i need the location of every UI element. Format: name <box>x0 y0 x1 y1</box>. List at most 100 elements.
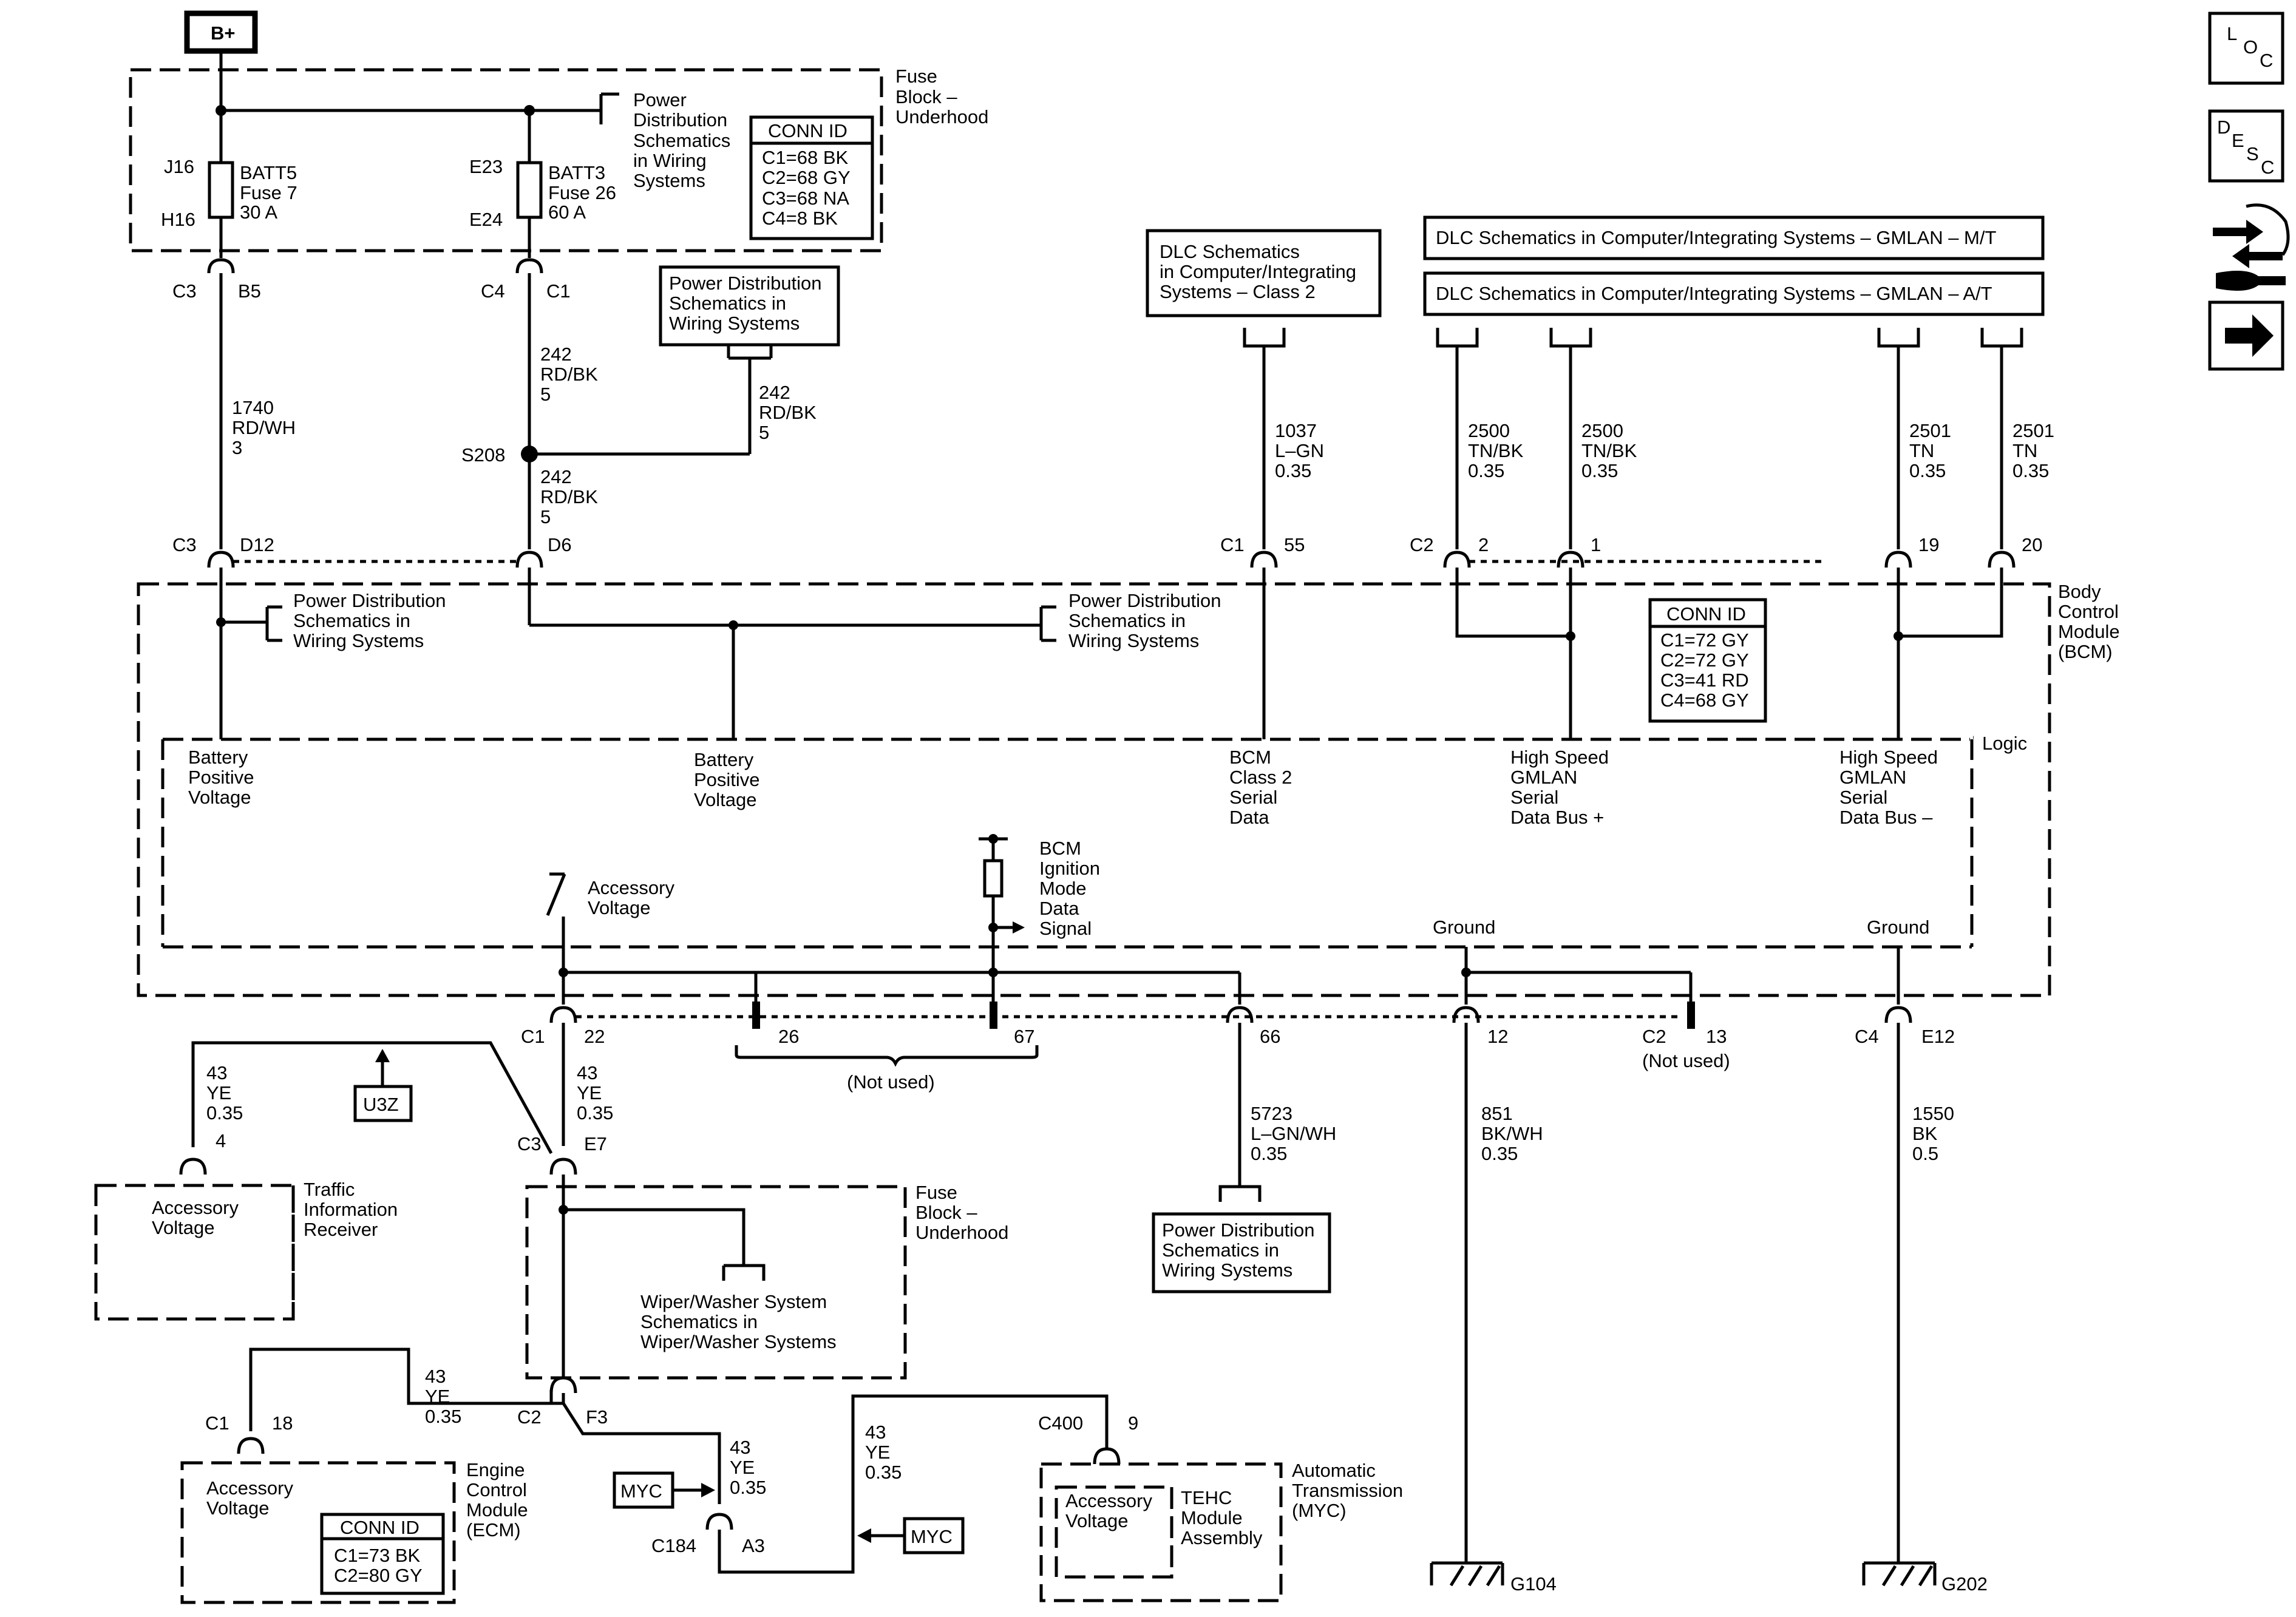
svg-text:TEHC: TEHC <box>1181 1487 1232 1508</box>
svg-text:0.35: 0.35 <box>425 1406 461 1427</box>
svg-text:E12: E12 <box>1921 1026 1955 1047</box>
svg-text:BATT5: BATT5 <box>240 162 297 183</box>
fuse-block-underhood-top: Fuse Block – Underhood <box>129 66 988 253</box>
svg-text:TN/BK: TN/BK <box>1468 440 1524 461</box>
svg-text:G104: G104 <box>1510 1573 1557 1595</box>
dlc-at-box[interactable]: DLC Schematics in Computer/Integrating S… <box>1423 271 2045 316</box>
svg-text:Schematics: Schematics <box>633 130 730 151</box>
wire-43-tehc <box>718 1394 1109 1574</box>
svg-text:Module: Module <box>1181 1507 1243 1528</box>
svg-text:YE: YE <box>425 1386 450 1407</box>
pin-c2-1 <box>1557 551 1584 568</box>
svg-text:Schematics in: Schematics in <box>1162 1239 1279 1261</box>
svg-text:26: 26 <box>778 1026 799 1047</box>
svg-text:Data: Data <box>1229 807 1269 828</box>
connector-c3-b5 <box>207 258 235 274</box>
svg-text:Wiring Systems: Wiring Systems <box>293 630 424 651</box>
svg-text:DLC Schematics in Computer/Int: DLC Schematics in Computer/Integrating S… <box>1436 227 1996 248</box>
svg-text:5: 5 <box>759 422 769 443</box>
svg-text:TN: TN <box>2012 440 2037 461</box>
svg-text:Logic: Logic <box>1982 733 2027 754</box>
svg-text:0.35: 0.35 <box>1251 1143 1287 1164</box>
svg-text:0.35: 0.35 <box>865 1462 902 1483</box>
svg-text:E23: E23 <box>469 156 503 177</box>
connector-c4-c1 <box>515 258 543 274</box>
next-arrow-icon[interactable] <box>2208 300 2284 371</box>
fuse-block-underhood-lower: Fuse Block – Underhood <box>525 1182 1008 1380</box>
svg-text:66: 66 <box>1260 1026 1280 1047</box>
bcm-power-ref-a[interactable]: Power Distribution Schematics in Wiring … <box>293 590 446 651</box>
svg-text:C184: C184 <box>651 1535 696 1556</box>
svg-text:Wiper/Washer Systems: Wiper/Washer Systems <box>640 1331 837 1352</box>
svg-text:Voltage: Voltage <box>206 1497 269 1519</box>
svg-text:C400: C400 <box>1038 1412 1083 1434</box>
u3z-option[interactable]: U3Z <box>353 1049 413 1122</box>
svg-text:Voltage: Voltage <box>188 787 251 808</box>
svg-text:Schematics in: Schematics in <box>640 1311 758 1332</box>
svg-text:C3: C3 <box>172 280 197 302</box>
svg-text:Traffic: Traffic <box>304 1179 355 1200</box>
svg-text:Class 2: Class 2 <box>1229 767 1292 788</box>
svg-text:2501: 2501 <box>1909 420 1951 441</box>
svg-text:Power Distribution: Power Distribution <box>669 273 822 294</box>
pin-c1-22 <box>549 1006 577 1023</box>
tehc-module: Accessory Voltage TEHC Module Assembly <box>1055 1485 1263 1579</box>
loc-icon[interactable]: L O C <box>2208 12 2284 85</box>
svg-text:BATT3: BATT3 <box>548 162 605 183</box>
wiper-washer-ref[interactable]: Wiper/Washer System Schematics in Wiper/… <box>640 1291 837 1352</box>
svg-text:4: 4 <box>216 1130 226 1151</box>
dlc-class2-box[interactable]: DLC Schematics in Computer/Integrating S… <box>1146 229 1382 317</box>
svg-text:0.35: 0.35 <box>730 1477 766 1498</box>
bcm-logic-area: Logic <box>161 733 2027 949</box>
svg-text:20: 20 <box>2022 534 2042 555</box>
pin-c2-2 <box>1443 551 1471 568</box>
svg-text:TN/BK: TN/BK <box>1581 440 1637 461</box>
svg-text:Fuse: Fuse <box>895 66 937 87</box>
svg-text:D: D <box>2217 117 2230 138</box>
power-ref-box-lower[interactable]: Power Distribution Schematics in Wiring … <box>1152 1212 1331 1293</box>
svg-text:18: 18 <box>272 1412 293 1434</box>
svg-text:C2=80 GY: C2=80 GY <box>334 1565 423 1586</box>
pin-ecm-c1-18 <box>237 1437 265 1454</box>
svg-text:Transmission: Transmission <box>1292 1480 1403 1501</box>
svg-text:Fuse 7: Fuse 7 <box>240 182 297 203</box>
svg-text:in Computer/Integrating: in Computer/Integrating <box>1160 261 1356 282</box>
dlc-mt-box[interactable]: DLC Schematics in Computer/Integrating S… <box>1423 215 2045 260</box>
wrench-arrows-icon[interactable] <box>2213 203 2290 291</box>
svg-text:YE: YE <box>865 1442 890 1463</box>
myc-option-2[interactable]: MYC <box>857 1517 965 1554</box>
bus-junction <box>216 105 226 116</box>
svg-text:C1=72 GY: C1=72 GY <box>1660 629 1749 651</box>
power-ref-box-mid[interactable]: Power Distribution Schematics in Wiring … <box>659 265 840 347</box>
svg-text:C3=41 RD: C3=41 RD <box>1660 670 1749 691</box>
desc-icon[interactable]: D E S C <box>2208 109 2284 183</box>
svg-text:(Not used): (Not used) <box>1642 1050 1730 1071</box>
wire-2501a <box>1877 328 1920 549</box>
svg-text:0.35: 0.35 <box>1581 460 1618 481</box>
bcm-power-ref-b[interactable]: Power Distribution Schematics in Wiring … <box>1068 590 1221 651</box>
svg-text:E7: E7 <box>584 1133 607 1154</box>
not-used-brace <box>735 1045 1039 1067</box>
svg-text:C2: C2 <box>517 1406 542 1428</box>
wire-2500a <box>1436 328 1479 549</box>
svg-text:12: 12 <box>1487 1026 1508 1047</box>
svg-text:CONN ID: CONN ID <box>1666 603 1746 625</box>
svg-text:Control: Control <box>466 1479 527 1500</box>
wire-label-851: 851 BK/WH 0.35 <box>1481 1103 1543 1164</box>
wire-label-43-tir: 43 YE 0.35 <box>206 1062 243 1124</box>
svg-text:Schematics in: Schematics in <box>1068 610 1186 631</box>
svg-text:5: 5 <box>540 384 551 405</box>
wire-43-ecm <box>249 1348 553 1431</box>
pin-d6 <box>515 551 543 568</box>
svg-text:C1=73 BK: C1=73 BK <box>334 1545 421 1566</box>
svg-text:Power Distribution: Power Distribution <box>293 590 446 611</box>
wire-label-43-c184: 43 YE 0.35 <box>730 1437 766 1498</box>
svg-text:H16: H16 <box>161 209 195 230</box>
fuse-power-ref[interactable]: Power Distribution Schematics in Wiring … <box>633 89 730 191</box>
svg-text:Data: Data <box>1039 898 1079 919</box>
connector-c400 <box>1093 1447 1121 1465</box>
pin-d12 <box>207 551 235 568</box>
wire-label-1740: 1740 RD/WH 3 <box>232 397 296 458</box>
svg-text:C1: C1 <box>546 280 571 302</box>
myc-option-1[interactable]: MYC <box>613 1471 715 1509</box>
